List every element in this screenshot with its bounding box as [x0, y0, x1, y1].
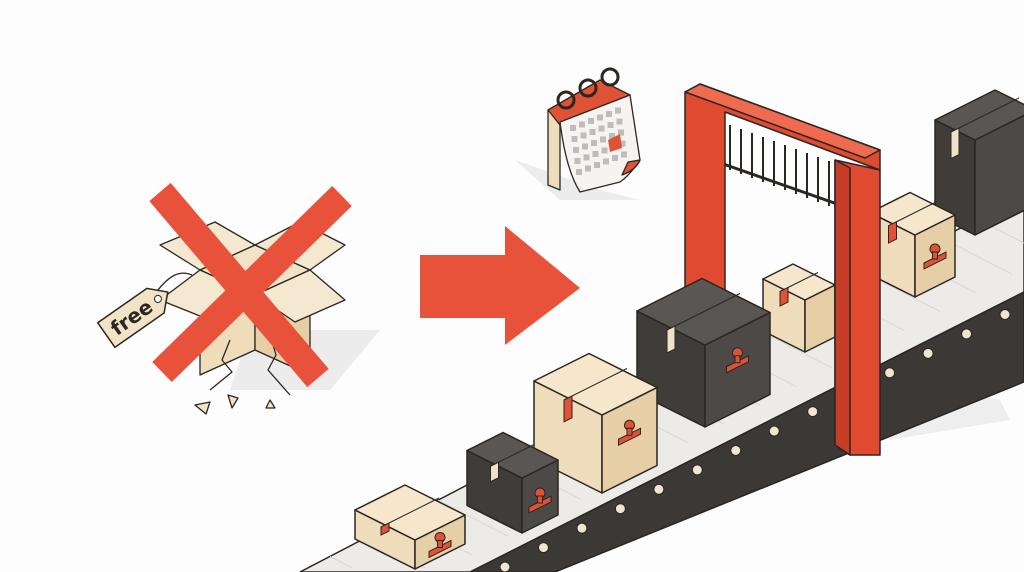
roller — [922, 347, 934, 359]
roller — [768, 425, 780, 437]
stamp-stem — [734, 355, 741, 364]
stamp-icon — [528, 487, 552, 514]
calendar-day — [573, 147, 579, 153]
calendar-day — [607, 122, 614, 128]
boxes-behind-gate — [762, 89, 1024, 353]
roller — [537, 542, 549, 554]
box-tape — [950, 127, 960, 160]
calendar-day — [600, 136, 606, 143]
beige-package-box — [354, 484, 466, 570]
box-tape — [563, 395, 573, 423]
box-tape — [779, 286, 789, 307]
calendar-day — [583, 154, 590, 161]
calendar-day — [598, 125, 605, 132]
belt-line — [869, 275, 941, 313]
stamp-stem — [537, 495, 543, 504]
calendar-day — [616, 118, 623, 125]
calendar-day — [603, 158, 609, 165]
calendar-day — [591, 140, 597, 146]
calendar-day — [612, 155, 618, 161]
reject-x-icon — [149, 182, 352, 388]
stamp-icon — [428, 531, 452, 559]
calendar-day — [574, 158, 581, 164]
calendar-day — [579, 121, 585, 128]
roller — [999, 309, 1011, 320]
stamp-base — [428, 539, 452, 559]
calendar-day — [601, 147, 608, 154]
arrow-right-icon — [420, 226, 580, 345]
belt-line — [329, 555, 353, 569]
stamp-base — [726, 354, 749, 374]
box-tape — [888, 220, 897, 244]
belt-line — [761, 331, 833, 369]
roller — [807, 406, 819, 418]
roller — [499, 561, 511, 572]
stamp-base — [923, 251, 947, 270]
stamp-icon — [726, 347, 749, 374]
calendar-day — [571, 136, 578, 142]
tag-body — [96, 287, 169, 349]
roller — [576, 522, 588, 534]
roller — [614, 503, 626, 515]
calendar-day — [592, 151, 599, 157]
calendar-day — [594, 162, 600, 168]
calendar-day — [618, 129, 624, 136]
calendar-day — [589, 129, 596, 135]
beige-package-box — [869, 191, 956, 298]
calendar-day — [576, 169, 582, 175]
calendar-day — [588, 118, 594, 124]
box-tape — [380, 522, 390, 536]
roller — [961, 328, 973, 340]
stamp-icon — [618, 419, 641, 447]
box-top-face — [934, 89, 1024, 141]
dark-package-box — [934, 89, 1024, 236]
calendar-day — [570, 125, 576, 131]
price-tag: free — [96, 272, 193, 349]
calendar-day — [585, 165, 591, 172]
stamp-base — [528, 495, 552, 514]
calendar-shadow — [515, 160, 640, 200]
gate-rail — [711, 158, 841, 207]
stamp-stem — [932, 251, 938, 260]
beige-package-box — [762, 263, 836, 353]
calendar-day — [597, 114, 603, 121]
calendar-day — [582, 143, 588, 150]
stamp-base — [618, 427, 641, 447]
box-tape — [666, 325, 676, 354]
inspection-gate — [684, 83, 881, 456]
calendar-day — [619, 140, 626, 147]
tag-hole — [153, 294, 162, 303]
gate-bars — [711, 125, 841, 207]
calendar-day — [615, 107, 621, 114]
calendar-day — [606, 111, 612, 117]
roller — [691, 464, 703, 476]
beige-package-box — [533, 352, 658, 494]
roller — [653, 483, 665, 495]
dark-package-box — [466, 431, 559, 534]
stamp-stem — [437, 539, 443, 548]
belt-rollers — [499, 309, 1011, 572]
calendar-icon — [547, 67, 641, 193]
calendar-day — [609, 133, 615, 139]
box-tape — [490, 461, 499, 483]
boxes-in-front — [354, 277, 771, 570]
stamp-icon — [923, 243, 947, 270]
roller — [730, 444, 742, 456]
calendar-day — [621, 151, 627, 158]
calendar-day — [580, 132, 587, 139]
belt-line — [437, 499, 509, 537]
roller — [884, 367, 896, 379]
stamp-stem — [626, 427, 633, 436]
